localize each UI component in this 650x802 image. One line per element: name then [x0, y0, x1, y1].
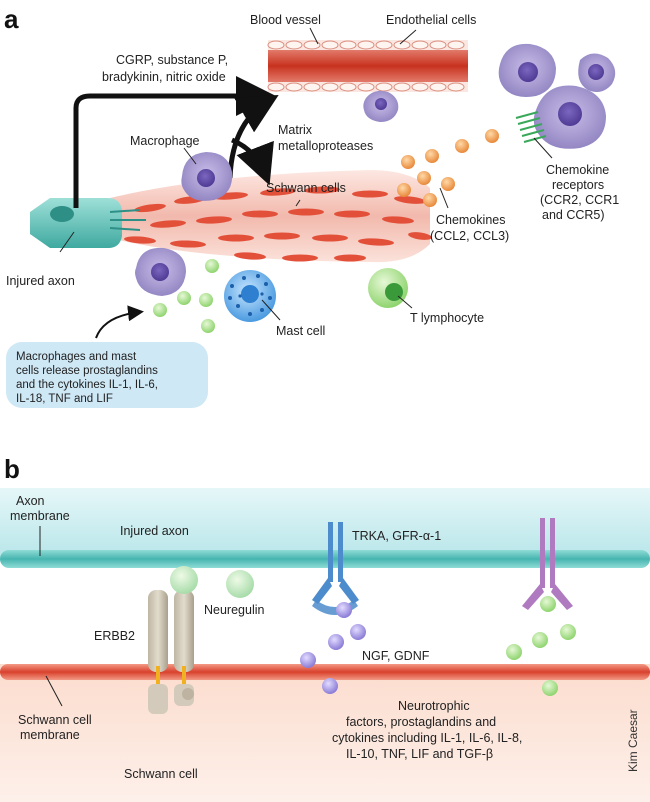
mast-cell — [224, 270, 276, 322]
axon-membrane-label-1: Axon — [16, 494, 45, 508]
arrow-to-vessel — [73, 76, 276, 208]
neurotrophic-label-3: cytokines including IL-1, IL-6, IL-8, — [332, 731, 522, 745]
gfr-receptor — [522, 518, 573, 610]
macrophage — [181, 152, 233, 201]
mast-cell-label: Mast cell — [276, 324, 325, 338]
cytokine-molecules-b — [506, 596, 576, 696]
neurotrophic-label-4: IL-10, TNF, LIF and TGF-β — [346, 747, 493, 761]
arrow-mmp-to-vessel — [227, 94, 279, 179]
callout-arrow — [95, 305, 144, 339]
injured-axon-b-label: Injured axon — [120, 524, 189, 538]
endothelial-cells-label: Endothelial cells — [386, 13, 476, 27]
neurotrophic-label-2: factors, prostaglandins and — [346, 715, 496, 729]
blood-vessel-label: Blood vessel — [250, 13, 321, 27]
schwann-membrane-label-1: Schwann cell — [18, 713, 92, 727]
axon-membrane — [0, 550, 650, 568]
matrix-label-2: metalloproteases — [278, 139, 373, 153]
trka-label: TRKA, GFR-α-1 — [352, 529, 441, 543]
panel-a-letter: a — [4, 4, 19, 34]
injured-axon-leader — [59, 231, 75, 253]
cytokine-release-callout: Macrophages and mast cells release prost… — [6, 342, 208, 408]
schwann-cells-label: Schwann cells — [266, 181, 346, 195]
endothelial-leader — [399, 29, 417, 45]
schwann-membrane-label-2: membrane — [20, 728, 80, 742]
lower-macrophage — [135, 247, 186, 296]
erbb2-label: ERBB2 — [94, 629, 135, 643]
chemokine-dots — [397, 129, 499, 207]
cgrp-label-2: bradykinin, nitric oxide — [102, 70, 226, 84]
axon-membrane-label-2: membrane — [10, 509, 70, 523]
cytokine-dots — [153, 259, 219, 333]
schwann-cells-leader — [295, 199, 301, 207]
chemokine-receptors-leader — [533, 137, 553, 159]
macrophage-cluster — [498, 43, 616, 149]
blood-vessel-leader — [309, 27, 319, 45]
t-lymphocyte-label: T lymphocyte — [410, 311, 484, 325]
erbb2-receptor — [148, 590, 194, 714]
t-lymphocyte-leader — [397, 295, 413, 309]
neuregulin-label: Neuregulin — [204, 603, 265, 617]
ngf-gdnf-label: NGF, GDNF — [362, 649, 430, 663]
t-lymphocyte — [368, 268, 408, 308]
ngf-gdnf-molecules — [300, 602, 366, 694]
artist-credit: Kim Caesar — [626, 709, 640, 772]
chemokine-receptors-label-2: receptors — [552, 178, 604, 192]
chemokine-receptors-label-4: and CCR5) — [542, 208, 605, 222]
injured-axon-body — [30, 198, 146, 248]
schwann-cell-label: Schwann cell — [124, 767, 198, 781]
vessel-macrophage — [363, 90, 399, 122]
macrophage-leader — [183, 147, 197, 165]
chemokines-leader — [439, 187, 449, 209]
panel-b-letter: b — [4, 454, 20, 484]
chemokine-receptors-label-1: Chemokine — [546, 163, 609, 177]
blood-vessel — [267, 40, 468, 92]
mast-cell-leader — [261, 299, 281, 321]
neuregulin-molecules — [170, 566, 254, 598]
arrow-mmp-to-nerve — [230, 137, 274, 186]
neurotrophic-label-1: Neurotrophic — [398, 699, 470, 713]
schwann-membrane-leader — [45, 675, 63, 707]
chemokine-receptors-label-3: (CCR2, CCR1 — [540, 193, 619, 207]
chemokines-label-1: Chemokines — [436, 213, 505, 227]
schwann-membrane — [0, 664, 650, 680]
chemokines-label-2: (CCL2, CCL3) — [430, 229, 509, 243]
nerve-bundle — [110, 170, 432, 263]
macrophage-label: Macrophage — [130, 134, 200, 148]
injured-axon-label: Injured axon — [6, 274, 75, 288]
matrix-label-1: Matrix — [278, 123, 313, 137]
cgrp-label-1: CGRP, substance P, — [116, 53, 228, 67]
